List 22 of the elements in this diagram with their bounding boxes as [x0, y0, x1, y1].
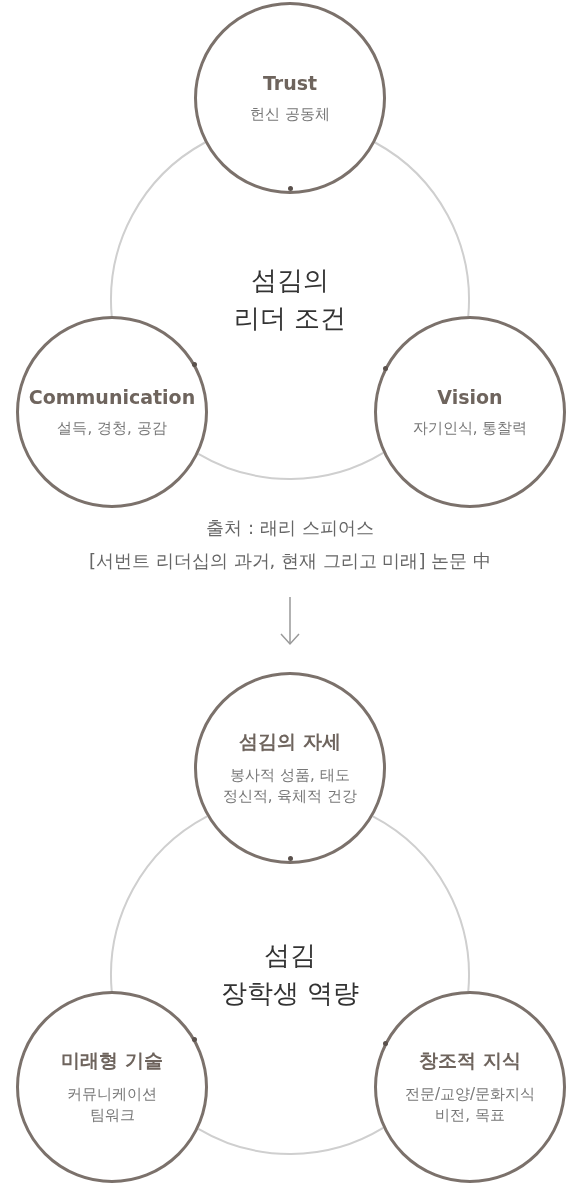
node-text: 커뮤니케이션 팀워크 — [66, 1084, 158, 1126]
circle-node — [374, 316, 566, 508]
center-title: 섬김 장학생 역량 — [220, 939, 360, 1010]
node-title: 미래형 기술 — [61, 1048, 163, 1073]
node-title: Trust — [262, 71, 318, 94]
source-note: 출처 : 래리 스피어스 — [205, 516, 375, 540]
node-text: 헌신 공동체 — [250, 103, 330, 125]
node-text: 전문/교양/문화지식 비전, 목표 — [403, 1084, 537, 1126]
node-title: 창조적 지식 — [419, 1048, 521, 1073]
node-title: 섬김의 자세 — [239, 729, 341, 754]
center-title: 섬김의 리더 조건 — [233, 264, 347, 335]
node-text: 봉사적 성품, 태도 정신적, 육체적 건강 — [221, 765, 359, 807]
circle-node — [16, 991, 208, 1183]
circle-node — [194, 672, 386, 864]
node-title: Communication — [28, 385, 196, 408]
circle-node — [374, 991, 566, 1183]
node-text: 설득, 경청, 공감 — [57, 417, 167, 439]
node-title: Vision — [437, 385, 503, 408]
circle-node — [16, 316, 208, 508]
source-note: [서번트 리더십의 과거, 현재 그리고 미래] 논문 中 — [88, 549, 492, 573]
node-text: 자기인식, 통찰력 — [412, 417, 528, 439]
circle-node — [194, 2, 386, 194]
